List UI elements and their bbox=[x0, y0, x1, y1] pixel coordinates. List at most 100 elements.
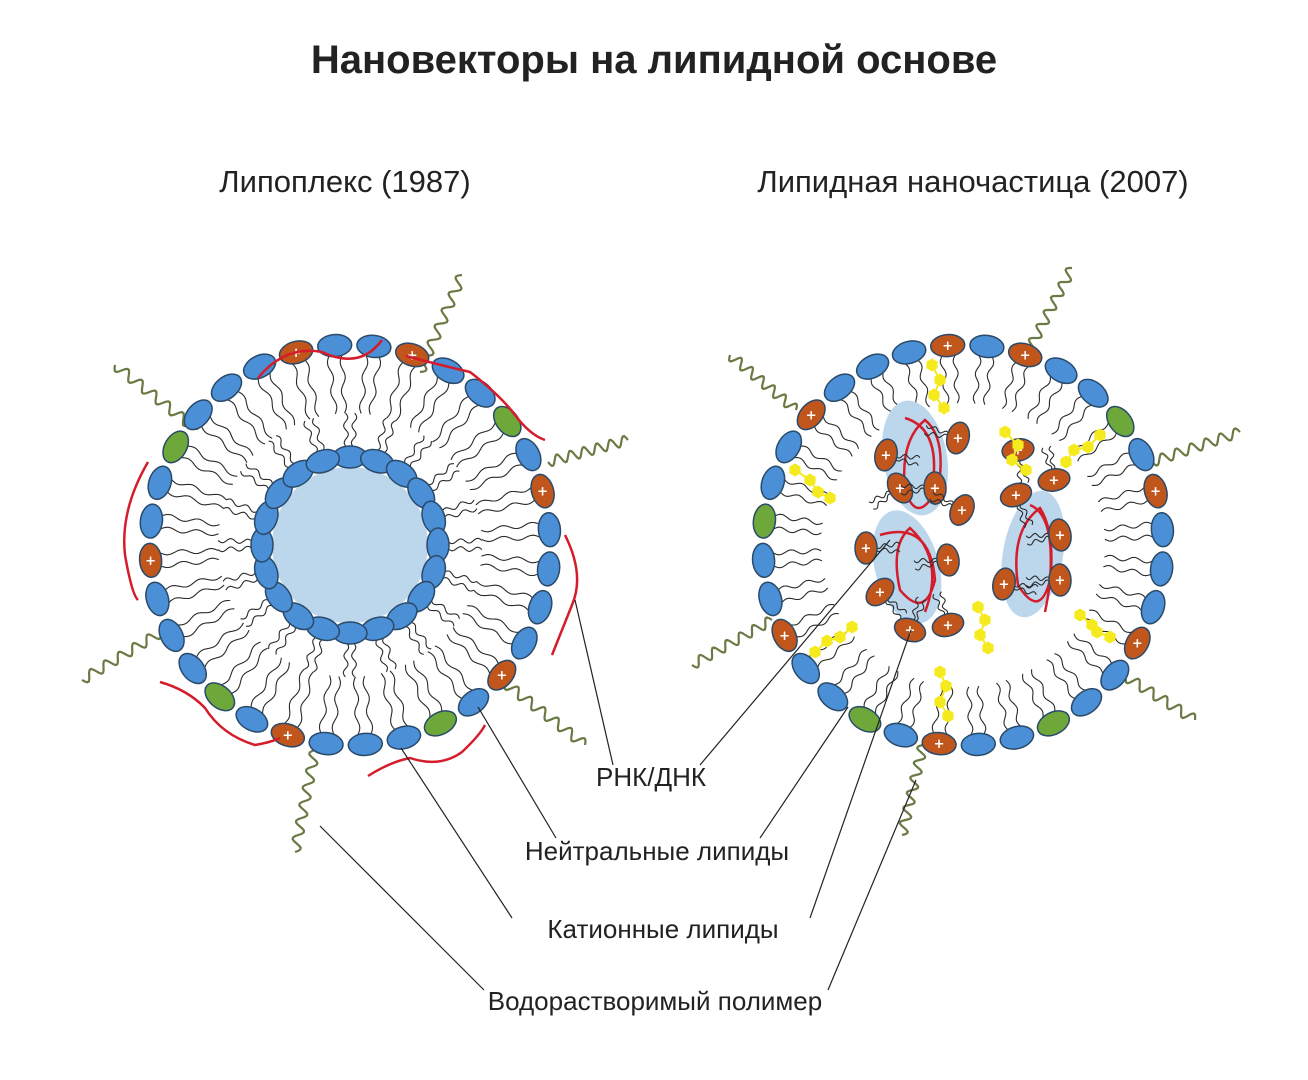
water-soluble-polymer-chain bbox=[1027, 266, 1073, 354]
lipid-tail bbox=[196, 622, 244, 658]
lipid-tail bbox=[296, 671, 314, 728]
lipid-tail bbox=[443, 508, 478, 519]
lipid-tail bbox=[222, 571, 257, 582]
neutral-lipid bbox=[386, 725, 422, 750]
lipid-tail bbox=[177, 599, 231, 626]
lipid-tail bbox=[350, 412, 358, 448]
helper-lipid-ring bbox=[934, 373, 946, 387]
polymer-lipid bbox=[1105, 405, 1135, 438]
lipid-tail bbox=[1002, 362, 1017, 409]
lipid-tail bbox=[292, 363, 311, 420]
lipid-tail bbox=[917, 359, 930, 408]
lipid-tail bbox=[275, 626, 296, 655]
lipid-tail bbox=[1104, 554, 1153, 564]
lipid-tail bbox=[850, 391, 880, 431]
lipid-tail bbox=[467, 605, 519, 633]
lipid-tail bbox=[1099, 584, 1146, 599]
neutral-lipid bbox=[158, 618, 185, 653]
helper-lipid-ring bbox=[1012, 438, 1024, 452]
lipid-tail bbox=[932, 593, 946, 617]
lipid-tail bbox=[1027, 376, 1051, 419]
helper-lipid-ring bbox=[942, 709, 954, 723]
helper-lipid-ring bbox=[789, 463, 801, 477]
lipid-tail bbox=[462, 613, 513, 645]
positive-charge-sign: + bbox=[895, 482, 906, 497]
positive-charge-sign: + bbox=[953, 432, 964, 447]
lipid-tail bbox=[477, 499, 536, 515]
lipid-tail bbox=[952, 354, 960, 404]
lipid-tail bbox=[476, 581, 533, 599]
helper-lipid-chain bbox=[1065, 434, 1101, 463]
lipid-tail bbox=[914, 560, 939, 571]
lipid-tail bbox=[225, 578, 259, 591]
cationic-lipid bbox=[530, 473, 555, 509]
lipid-tail bbox=[318, 675, 332, 733]
lipid-tail bbox=[430, 599, 460, 619]
leader-polymer-lipoplex bbox=[319, 825, 485, 991]
cationic-lipid bbox=[945, 421, 971, 455]
positive-charge-sign: + bbox=[1055, 574, 1066, 589]
cationic-lipid bbox=[1048, 518, 1072, 552]
lipid-tail bbox=[840, 399, 872, 437]
lipid-tail bbox=[469, 464, 523, 491]
lipid-tail bbox=[873, 493, 893, 510]
cationic-lipid bbox=[886, 472, 914, 504]
lipid-tail bbox=[912, 596, 919, 621]
helper-lipid-ring bbox=[928, 388, 940, 402]
rna-dna-strand bbox=[405, 354, 546, 442]
helper-lipid-ring bbox=[809, 645, 821, 659]
lipid-tail bbox=[447, 537, 483, 545]
lipid-tail bbox=[868, 490, 892, 504]
lipid-tail bbox=[1103, 521, 1153, 532]
lipid-tail bbox=[794, 457, 837, 481]
lipid-tail bbox=[410, 376, 438, 428]
neutral-lipid bbox=[183, 399, 213, 431]
neutral-lipid bbox=[760, 465, 786, 501]
neutral-lipid bbox=[1140, 589, 1166, 625]
cationic-lipid bbox=[992, 567, 1016, 601]
positive-charge-sign: + bbox=[943, 619, 954, 634]
lipid-tail bbox=[164, 575, 223, 591]
lipid-tail bbox=[822, 416, 860, 449]
lipid-tail bbox=[772, 548, 822, 556]
lipid-tail bbox=[939, 591, 949, 616]
positive-charge-sign: + bbox=[806, 408, 817, 423]
lipid-tail bbox=[231, 647, 268, 694]
lipid-tail bbox=[313, 638, 324, 673]
lipid-tail bbox=[932, 491, 955, 505]
rna-dna-strand bbox=[879, 526, 937, 613]
water-soluble-polymer-chain bbox=[691, 616, 773, 669]
lipid-tail bbox=[780, 491, 827, 506]
lipid-tail bbox=[456, 432, 504, 468]
neutral-lipid bbox=[1128, 437, 1155, 472]
neutral-lipid bbox=[1044, 357, 1078, 385]
lipid-tail bbox=[432, 396, 469, 443]
lipid-tail bbox=[814, 426, 853, 457]
lipid-tail bbox=[909, 681, 924, 728]
lipid-tail bbox=[481, 534, 541, 542]
neutral-lipid bbox=[235, 705, 269, 733]
lipid-tail bbox=[923, 432, 949, 438]
lipid-tail bbox=[1036, 382, 1063, 424]
cationic-lipid bbox=[1007, 342, 1043, 368]
label-rna-dna: РНК/ДНК bbox=[596, 762, 706, 792]
neutral-lipid bbox=[210, 373, 243, 403]
leader-cationic-lnp bbox=[809, 629, 912, 919]
lipid-tail bbox=[1104, 534, 1154, 542]
aqueous-core bbox=[272, 467, 428, 623]
positive-charge-sign: + bbox=[407, 348, 418, 363]
positive-charge-sign: + bbox=[934, 737, 945, 752]
neutral-lipid bbox=[883, 722, 919, 748]
lipid-tail bbox=[1016, 504, 1027, 529]
lipid-tail bbox=[359, 355, 369, 414]
lipid-tail bbox=[339, 354, 347, 414]
lipid-tail bbox=[201, 426, 248, 463]
lipid-tail bbox=[443, 570, 478, 583]
lnp-title: Липидная наночастица (2007) bbox=[757, 164, 1188, 199]
cationic-lipid bbox=[854, 531, 878, 565]
lipid-tail bbox=[204, 629, 250, 668]
lipid-tail bbox=[331, 676, 341, 735]
lipid-tail bbox=[168, 584, 225, 603]
lipid-nanoparticle-diagram: +++++++++++++++++++++++ bbox=[691, 266, 1241, 837]
label-neutral-lipids: Нейтральные липиды bbox=[525, 836, 789, 866]
